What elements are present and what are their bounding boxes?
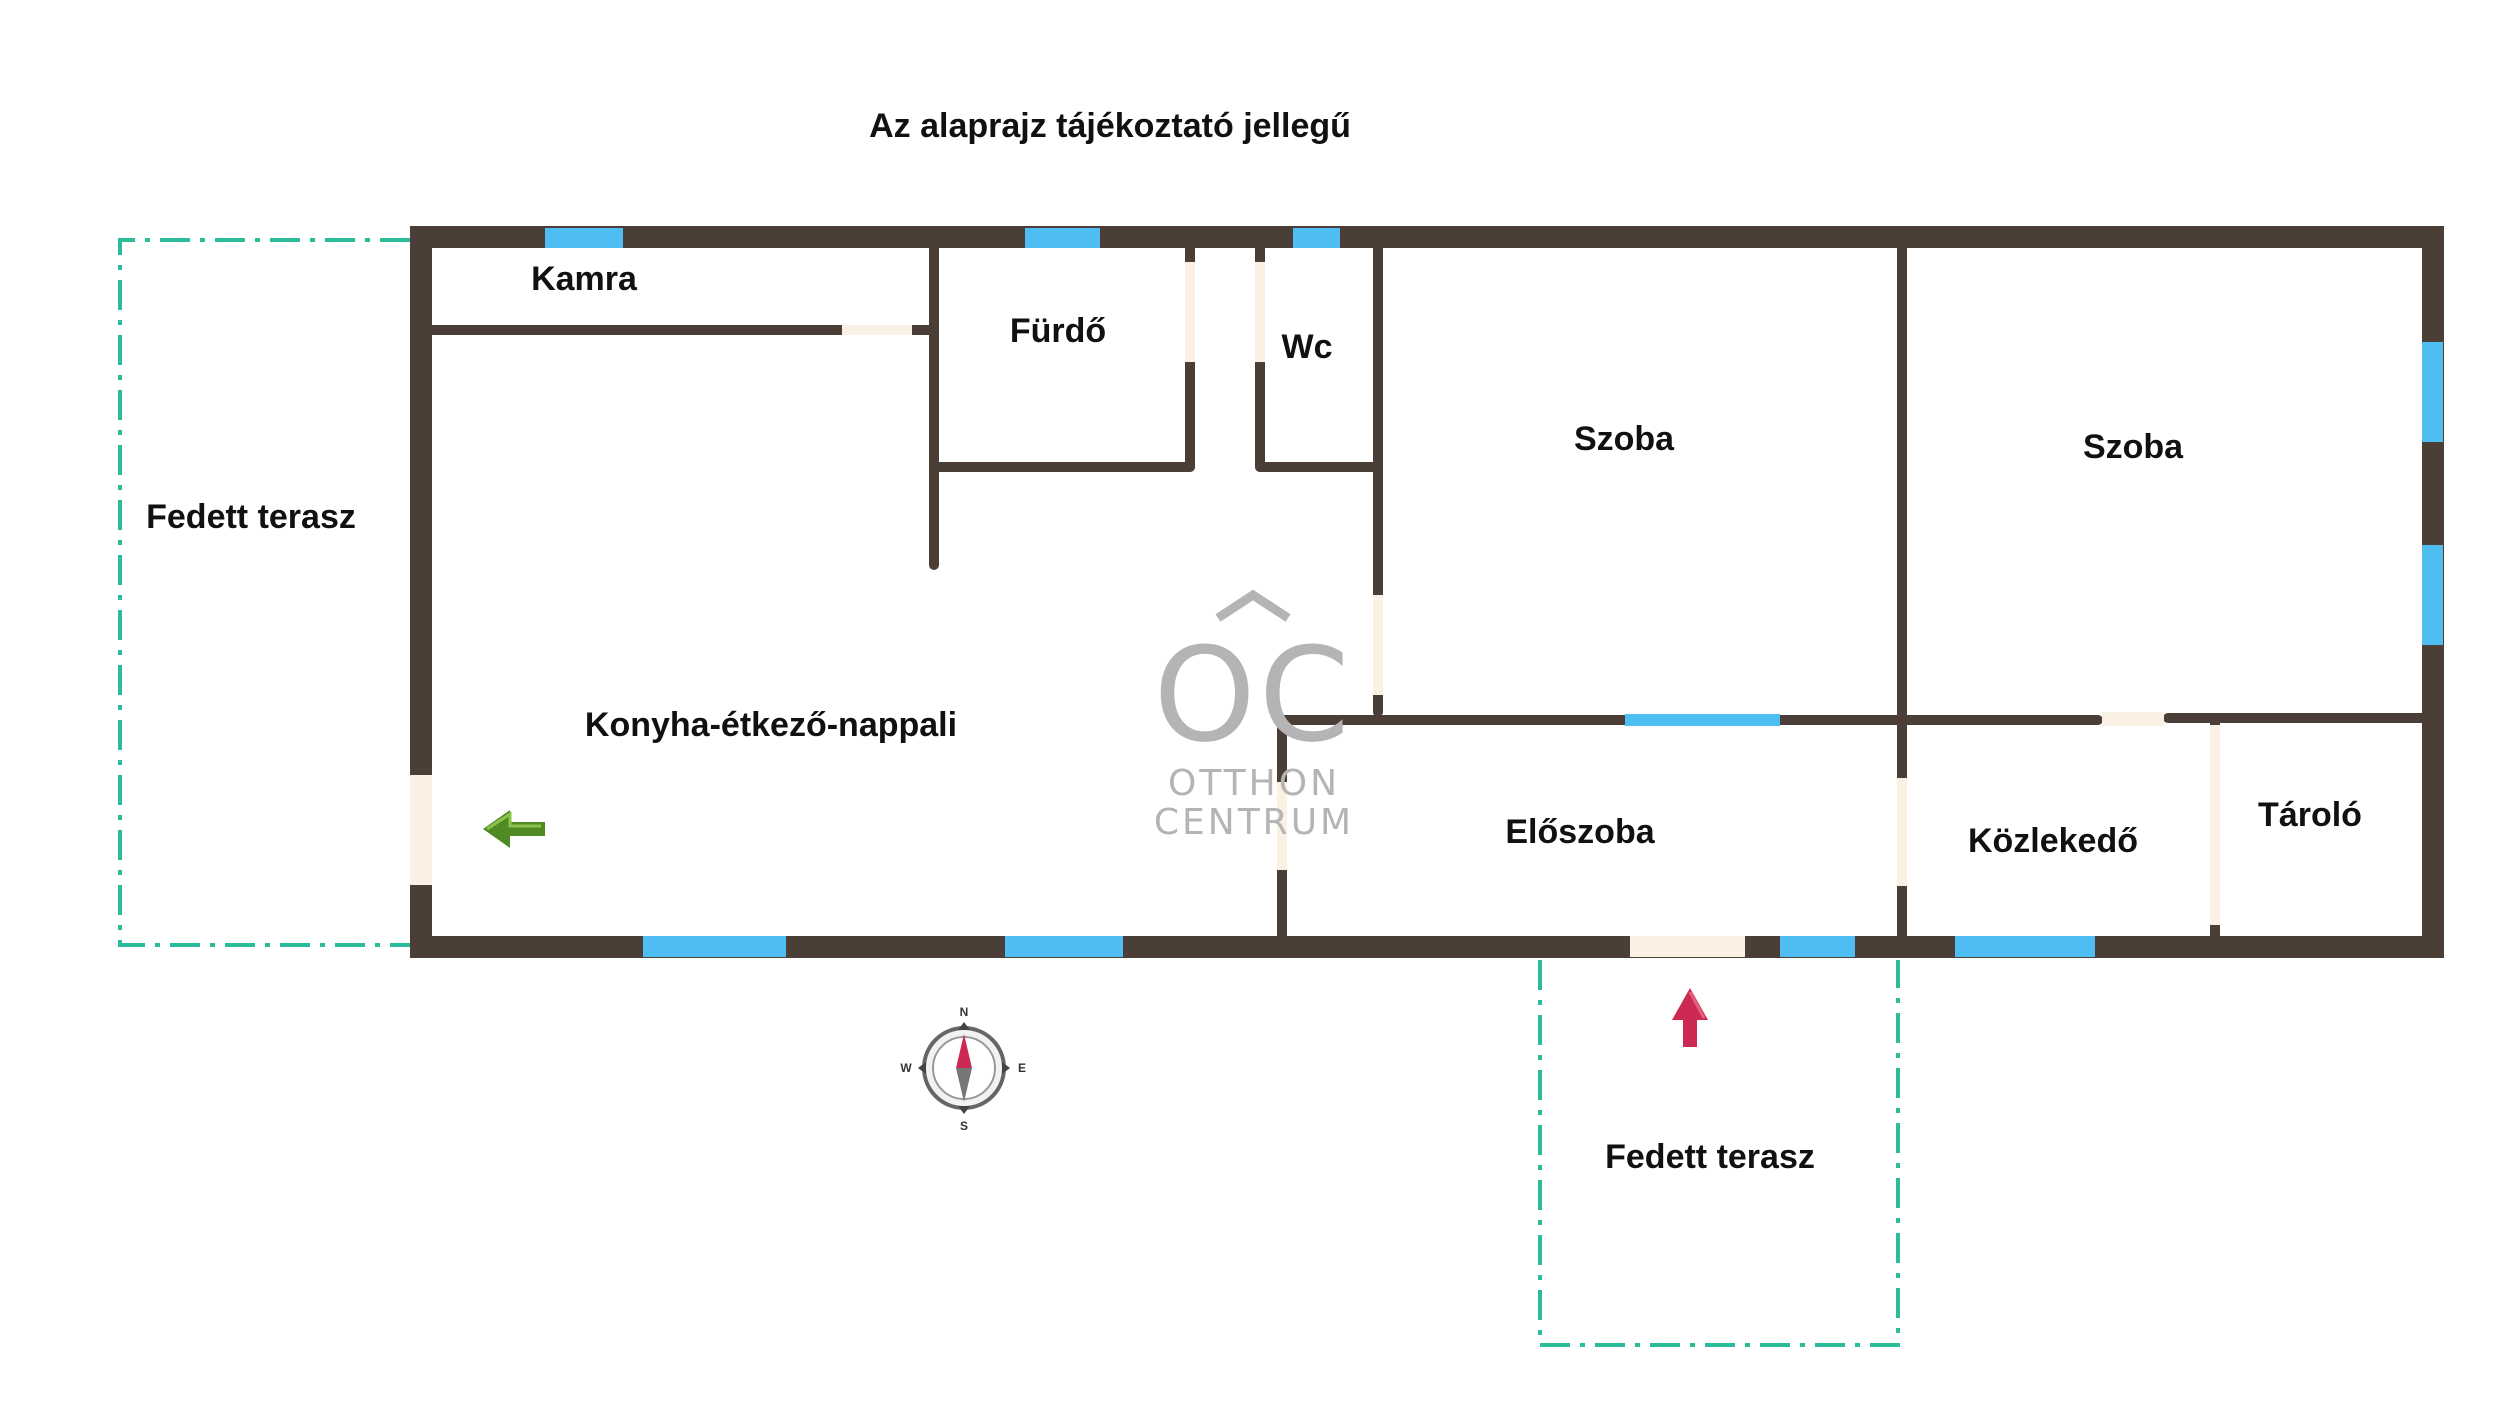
- logo-line-1: OTTHON: [1168, 763, 1340, 804]
- logo-mark: OC: [1153, 619, 1352, 771]
- window: [545, 228, 623, 248]
- room-label-kamra: Kamra: [531, 260, 638, 298]
- windows: [545, 228, 2443, 957]
- window: [1025, 228, 1100, 248]
- door-opening: [1630, 936, 1745, 957]
- window: [1293, 228, 1340, 248]
- window: [1955, 936, 2095, 957]
- door-opening: [2210, 725, 2220, 925]
- window: [643, 936, 786, 957]
- room-labels: Kamra Fürdő Wc Szoba Szoba Fedett terasz…: [146, 260, 2362, 1176]
- compass-west: W: [900, 1061, 912, 1075]
- compass-east: E: [1018, 1061, 1026, 1075]
- terrace-south-outline: [1538, 960, 1900, 1347]
- room-label-eloszoba: Előszoba: [1505, 813, 1655, 851]
- room-label-szoba-1: Szoba: [1574, 420, 1675, 458]
- compass-icon: N S W E: [900, 1005, 1026, 1133]
- arrow-up-icon: [1672, 988, 1708, 1047]
- room-label-fedett-terasz-west: Fedett terasz: [146, 498, 356, 536]
- window: [2422, 342, 2443, 442]
- door-opening: [1373, 595, 1383, 695]
- compass-north: N: [960, 1005, 969, 1019]
- room-label-kozlekedo: Közlekedő: [1968, 822, 2138, 860]
- arrow-left-icon: [483, 810, 545, 848]
- room-label-wc: Wc: [1282, 328, 1333, 366]
- door-opening: [1897, 778, 1907, 886]
- door-opening: [842, 325, 912, 335]
- door-opening: [1255, 262, 1265, 362]
- terrace-west-outline: [118, 238, 410, 947]
- compass-south: S: [960, 1119, 968, 1133]
- room-label-szoba-2: Szoba: [2083, 428, 2184, 466]
- room-label-furdo: Fürdő: [1010, 312, 1106, 350]
- room-label-konyha: Konyha-étkező-nappali: [585, 706, 957, 744]
- door-opening: [410, 775, 432, 885]
- room-label-tarolo: Tároló: [2258, 796, 2362, 834]
- window: [1005, 936, 1123, 957]
- logo-roof-icon: [1215, 589, 1291, 622]
- passage-opening: [2102, 712, 2164, 726]
- terraces: [118, 238, 1900, 1347]
- door-opening: [1185, 262, 1195, 362]
- room-label-fedett-terasz-south: Fedett terasz: [1605, 1138, 1815, 1176]
- otthon-centrum-logo: OC OTTHON CENTRUM: [1153, 589, 1354, 843]
- door-opening: [1277, 782, 1287, 870]
- logo-line-2: CENTRUM: [1154, 802, 1354, 843]
- doors: [410, 262, 2220, 957]
- window: [2422, 545, 2443, 645]
- window: [1780, 936, 1855, 957]
- disclaimer-title: Az alaprajz tájékoztató jellegű: [869, 107, 1351, 145]
- window: [1625, 714, 1780, 726]
